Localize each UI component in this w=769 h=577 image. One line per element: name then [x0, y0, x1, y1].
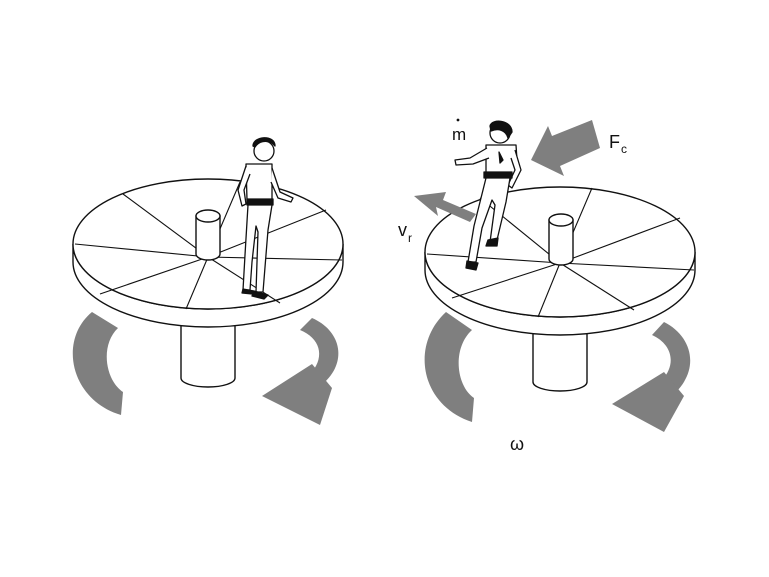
mass-rate-symbol: m — [452, 125, 466, 144]
relative-velocity-label: v r — [398, 220, 412, 245]
time-derivative-dot — [456, 118, 460, 122]
right-hub — [548, 213, 574, 266]
person-left — [237, 137, 294, 300]
right-rotation-arrow-front — [612, 322, 691, 432]
left-rotation-arrow-back — [72, 312, 123, 415]
coriolis-force-label: F c — [609, 132, 627, 156]
right-turntable — [414, 120, 696, 432]
right-disk-spokes — [426, 187, 695, 318]
coriolis-force-subscript: c — [621, 142, 627, 156]
angular-velocity-label: ω — [510, 434, 524, 454]
relative-velocity-symbol: v — [398, 220, 407, 240]
mass-rate-label: m — [452, 118, 466, 144]
left-turntable — [72, 137, 344, 425]
coriolis-force-arrow — [531, 120, 600, 176]
coriolis-force-symbol: F — [609, 132, 620, 152]
left-hub — [195, 209, 221, 261]
left-rotation-arrow-front — [262, 318, 339, 425]
relative-velocity-subscript: r — [408, 231, 412, 245]
right-rotation-arrow-back — [424, 312, 474, 422]
person-right — [454, 120, 522, 271]
relative-velocity-arrow — [414, 192, 476, 222]
